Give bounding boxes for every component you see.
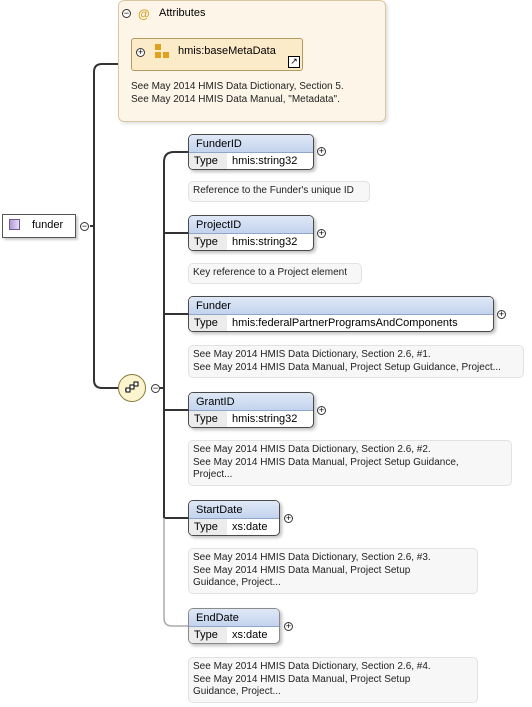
type-value: hmis:string32: [232, 155, 298, 167]
element-projectid[interactable]: ProjectID Type hmis:string32: [188, 215, 314, 251]
element-startdate[interactable]: StartDate Type xs:date: [188, 500, 280, 536]
type-value: hmis:string32: [232, 236, 298, 248]
element-icon: [9, 219, 20, 230]
element-annotation: Key reference to a Project element: [188, 263, 362, 284]
root-collapse-toggle[interactable]: −: [80, 221, 89, 231]
attributes-title: Attributes: [159, 7, 206, 19]
element-expand-toggle[interactable]: +: [317, 146, 326, 156]
root-element-funder[interactable]: [2, 214, 76, 238]
type-key: Type: [189, 519, 227, 535]
type-key: Type: [189, 627, 227, 643]
element-expand-toggle[interactable]: +: [284, 513, 293, 523]
element-funder[interactable]: Funder Type hmis:federalPartnerProgramsA…: [188, 296, 494, 332]
element-name: ProjectID: [189, 216, 313, 234]
element-name: FunderID: [189, 135, 313, 153]
element-expand-toggle[interactable]: +: [317, 228, 326, 238]
element-annotation: See May 2014 HMIS Data Dictionary, Secti…: [188, 440, 512, 486]
element-expand-toggle[interactable]: +: [284, 621, 293, 631]
element-annotation: Reference to the Funder's unique ID: [188, 181, 370, 202]
element-enddate[interactable]: EndDate Type xs:date: [188, 608, 280, 644]
type-value: xs:date: [232, 629, 268, 641]
sequence-icon: [125, 381, 139, 393]
external-reference-icon[interactable]: ↗: [288, 56, 300, 68]
type-value: hmis:federalPartnerProgramsAndComponents: [232, 317, 458, 329]
attribute-group-icon: [155, 44, 169, 58]
type-key: Type: [189, 234, 227, 250]
attribute-at-icon: @: [138, 7, 150, 21]
type-value: xs:date: [232, 521, 268, 533]
type-key: Type: [189, 153, 227, 169]
attributes-collapse-toggle[interactable]: −: [122, 8, 131, 18]
element-name: StartDate: [189, 501, 279, 519]
element-annotation: See May 2014 HMIS Data Dictionary, Secti…: [188, 657, 478, 703]
element-annotation: See May 2014 HMIS Data Dictionary, Secti…: [188, 548, 478, 594]
element-grantid[interactable]: GrantID Type hmis:string32: [188, 392, 314, 428]
attribute-group-expand-toggle[interactable]: +: [136, 47, 145, 57]
type-key: Type: [189, 411, 227, 427]
element-name: GrantID: [189, 393, 313, 411]
element-expand-toggle[interactable]: +: [317, 405, 326, 415]
element-expand-toggle[interactable]: +: [497, 309, 506, 319]
attributes-annotation: See May 2014 HMIS Data Dictionary, Secti…: [131, 81, 344, 105]
element-funderid[interactable]: FunderID Type hmis:string32: [188, 134, 314, 170]
element-name: Funder: [189, 297, 493, 315]
attribute-group-label: hmis:baseMetaData: [178, 45, 276, 57]
element-name: EndDate: [189, 609, 279, 627]
element-annotation: See May 2014 HMIS Data Dictionary, Secti…: [188, 345, 524, 378]
root-element-label: funder: [32, 219, 64, 231]
type-key: Type: [189, 315, 227, 331]
type-value: hmis:string32: [232, 413, 298, 425]
sequence-collapse-toggle[interactable]: −: [151, 383, 160, 393]
